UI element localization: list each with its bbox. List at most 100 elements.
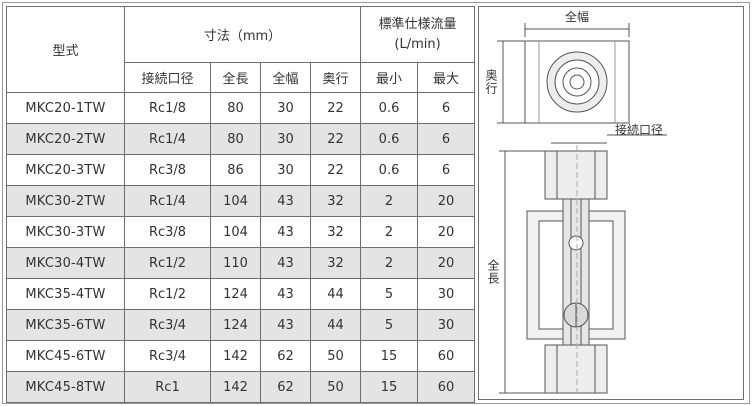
label-depth: 奥行 <box>484 69 498 95</box>
cell-model: MKC30-3TW <box>6 216 125 248</box>
cell-port: Rc3/4 <box>124 309 211 341</box>
cell-port: Rc1/4 <box>124 185 211 217</box>
float-ball <box>568 235 584 251</box>
cell-min: 15 <box>360 340 419 372</box>
table-row: MKC30-2TW Rc1/4 104 43 32 2 20 <box>6 185 476 217</box>
cell-depth: 44 <box>309 278 362 310</box>
table-row: MKC35-6TW Rc3/4 124 43 44 5 30 <box>6 309 476 341</box>
cell-model: MKC30-2TW <box>6 185 125 217</box>
cell-max: 20 <box>417 247 476 279</box>
cell-length: 80 <box>210 123 261 155</box>
cell-port: Rc1/4 <box>124 123 211 155</box>
header-flow: 標準仕様流量 (L/min) <box>360 6 476 63</box>
cell-port: Rc1/2 <box>124 278 211 310</box>
dimension-diagram: 全幅 奥行 接続口径 全長 <box>478 6 744 400</box>
cell-length: 104 <box>210 185 261 217</box>
cell-port: Rc3/8 <box>124 216 211 248</box>
cell-max: 6 <box>417 154 476 186</box>
cell-width: 43 <box>260 309 311 341</box>
cell-depth: 50 <box>309 340 362 372</box>
cell-depth: 50 <box>309 371 362 403</box>
cell-depth: 22 <box>309 154 362 186</box>
cell-min: 0.6 <box>360 123 419 155</box>
header-length: 全長 <box>210 62 261 93</box>
cell-port: Rc1 <box>124 371 211 403</box>
cell-model: MKC30-4TW <box>6 247 125 279</box>
cell-width: 30 <box>260 154 311 186</box>
cell-max: 20 <box>417 216 476 248</box>
cell-max: 60 <box>417 371 476 403</box>
table-row: MKC20-1TW Rc1/8 80 30 22 0.6 6 <box>6 92 476 124</box>
cell-port: Rc1/2 <box>124 247 211 279</box>
header-min: 最小 <box>360 62 419 93</box>
table-row: MKC30-3TW Rc3/8 104 43 32 2 20 <box>6 216 476 248</box>
cell-model: MKC20-1TW <box>6 92 125 124</box>
header-dimensions: 寸法（mm） <box>123 6 362 63</box>
cell-depth: 32 <box>309 247 362 279</box>
cell-width: 62 <box>260 340 311 372</box>
cell-model: MKC20-2TW <box>6 123 125 155</box>
cell-max: 6 <box>417 123 476 155</box>
cell-max: 30 <box>417 309 476 341</box>
cell-length: 86 <box>210 154 261 186</box>
cell-model: MKC35-6TW <box>6 309 125 341</box>
cell-length: 104 <box>210 216 261 248</box>
cell-min: 0.6 <box>360 92 419 124</box>
cell-model: MKC45-8TW <box>6 371 125 403</box>
cell-min: 2 <box>360 247 419 279</box>
cell-min: 15 <box>360 371 419 403</box>
cell-min: 2 <box>360 185 419 217</box>
header-port: 接続口径 <box>124 62 211 93</box>
cell-depth: 22 <box>309 123 362 155</box>
flowmeter-drawing <box>497 23 667 397</box>
header-row-top: 型式 寸法（mm） 標準仕様流量 (L/min) <box>6 6 476 93</box>
table-row: MKC45-8TW Rc1 142 62 50 15 60 <box>6 371 476 403</box>
table-row: MKC20-3TW Rc3/8 86 30 22 0.6 6 <box>6 154 476 186</box>
header-flow-unit: (L/min) <box>394 36 441 52</box>
port-middle-circle <box>554 59 600 105</box>
cell-depth: 44 <box>309 309 362 341</box>
cell-max: 30 <box>417 278 476 310</box>
cell-width: 62 <box>260 371 311 403</box>
cell-min: 2 <box>360 216 419 248</box>
cell-model: MKC35-4TW <box>6 278 125 310</box>
port-bore-circle <box>569 74 585 90</box>
cell-min: 5 <box>360 278 419 310</box>
cell-length: 110 <box>210 247 261 279</box>
top-view-body <box>524 40 630 124</box>
cell-width: 30 <box>260 123 311 155</box>
cell-length: 142 <box>210 371 261 403</box>
cell-depth: 32 <box>309 185 362 217</box>
cell-depth: 22 <box>309 92 362 124</box>
lower-fitting <box>544 344 608 394</box>
cell-width: 43 <box>260 216 311 248</box>
header-flow-title: 標準仕様流量 <box>378 16 457 32</box>
header-depth: 奥行 <box>309 62 362 93</box>
label-port: 接続口径 <box>615 123 664 137</box>
cell-max: 20 <box>417 185 476 217</box>
cell-length: 142 <box>210 340 261 372</box>
cell-port: Rc3/4 <box>124 340 211 372</box>
cell-length: 124 <box>210 309 261 341</box>
cell-model: MKC45-6TW <box>6 340 125 372</box>
label-width: 全幅 <box>565 10 590 24</box>
header-max: 最大 <box>417 62 476 93</box>
label-length: 全長 <box>486 259 500 285</box>
cell-width: 43 <box>260 278 311 310</box>
cell-width: 43 <box>260 185 311 217</box>
cell-port: Rc3/8 <box>124 154 211 186</box>
table-row: MKC30-4TW Rc1/2 110 43 32 2 20 <box>6 247 476 279</box>
cell-max: 60 <box>417 340 476 372</box>
cell-max: 6 <box>417 92 476 124</box>
header-width: 全幅 <box>260 62 311 93</box>
cell-length: 80 <box>210 92 261 124</box>
cell-depth: 32 <box>309 216 362 248</box>
upper-fitting <box>544 150 608 200</box>
table-row: MKC20-2TW Rc1/4 80 30 22 0.6 6 <box>6 123 476 155</box>
cell-width: 30 <box>260 92 311 124</box>
table-row: MKC35-4TW Rc1/2 124 43 44 5 30 <box>6 278 476 310</box>
cell-min: 0.6 <box>360 154 419 186</box>
header-model: 型式 <box>6 6 125 93</box>
port-inner-circle <box>562 67 592 97</box>
cell-width: 43 <box>260 247 311 279</box>
